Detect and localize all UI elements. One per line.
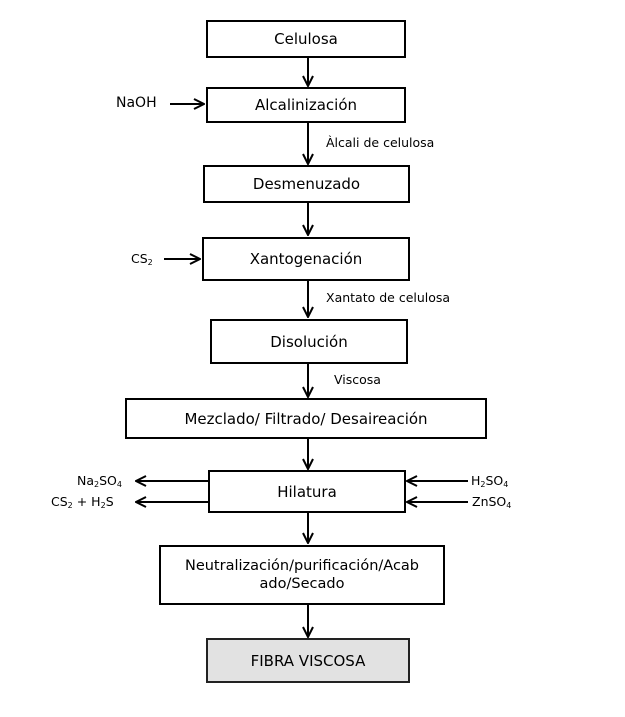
input-h2so4: H2SO4 — [471, 473, 509, 489]
step-celulosa: Celulosa — [206, 20, 406, 58]
step-disolucion: Disolución — [210, 319, 408, 364]
label-alcali-de-celulosa: Àlcali de celulosa — [326, 135, 435, 150]
step-mezclado: Mezclado/ Filtrado/ Desaireación — [125, 398, 487, 439]
step-alcalinizacion: Alcalinización — [206, 87, 406, 123]
label-viscosa: Viscosa — [334, 372, 381, 387]
step-desmenuzado: Desmenuzado — [203, 165, 410, 203]
step-fibra-viscosa: FIBRA VISCOSA — [206, 638, 410, 683]
output-na2so4: Na2SO4 — [77, 473, 122, 489]
step-neutralizacion: Neutralización/purificación/Acab ado/Sec… — [159, 545, 445, 605]
input-znso4: ZnSO4 — [472, 494, 512, 510]
input-naoh: NaOH — [116, 95, 157, 111]
step-xantogenacion: Xantogenación — [202, 237, 410, 281]
step-hilatura: Hilatura — [208, 470, 406, 513]
label-xantato-de-celulosa: Xantato de celulosa — [326, 290, 451, 305]
output-cs2-h2s: CS2 + H2S — [51, 494, 114, 510]
input-cs2: CS2 — [131, 251, 153, 267]
